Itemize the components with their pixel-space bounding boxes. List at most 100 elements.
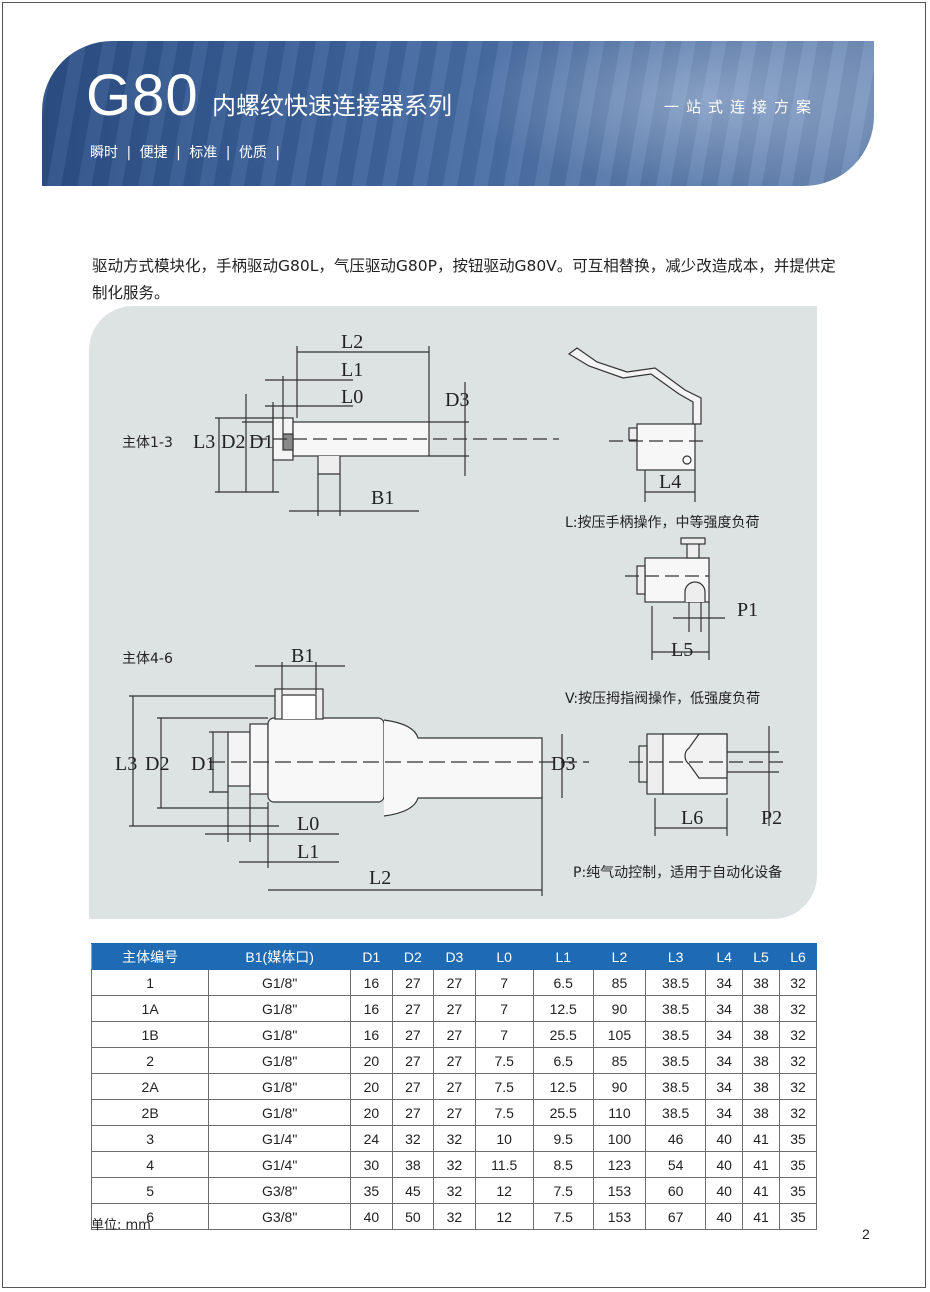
dim-L0-body46: L0 bbox=[297, 813, 319, 835]
col-header: D3 bbox=[433, 943, 476, 970]
technical-drawing: L2 L1 L0 B1 L3 D2 D1 D3 L4 P1 L5 B1 L3 D… bbox=[115, 331, 789, 896]
table-cell: 100 bbox=[592, 1125, 647, 1152]
dim-B1-body46: B1 bbox=[291, 645, 314, 667]
table-cell: 34 bbox=[705, 1047, 744, 1074]
table-cell: 40 bbox=[350, 1203, 393, 1230]
table-cell: 27 bbox=[391, 995, 435, 1022]
table-cell: G1/4" bbox=[208, 1151, 352, 1178]
table-cell: 34 bbox=[705, 969, 744, 996]
table-cell: 38.5 bbox=[645, 995, 707, 1022]
table-cell: 110 bbox=[592, 1099, 647, 1126]
col-header: L6 bbox=[778, 943, 818, 970]
table-cell: 9.5 bbox=[532, 1125, 594, 1152]
table-cell: 7 bbox=[474, 1021, 534, 1048]
table-cell: 32 bbox=[778, 969, 818, 996]
table-cell: 41 bbox=[742, 1125, 780, 1152]
col-header: L5 bbox=[742, 943, 780, 970]
table-cell: 7.5 bbox=[474, 1073, 534, 1100]
caption-L: L:按压手柄操作，中等强度负荷 bbox=[565, 515, 760, 531]
dim-L2: L2 bbox=[341, 331, 363, 353]
model-title: G80 bbox=[86, 63, 199, 128]
table-cell: G1/8" bbox=[208, 995, 352, 1022]
table-cell: 38 bbox=[742, 969, 780, 996]
table-cell: 7.5 bbox=[532, 1203, 594, 1230]
table-cell: 90 bbox=[592, 995, 647, 1022]
table-cell: 20 bbox=[350, 1073, 393, 1100]
table-cell: 38.5 bbox=[645, 1047, 707, 1074]
table-cell: 38 bbox=[391, 1151, 435, 1178]
table-cell: 30 bbox=[350, 1151, 393, 1178]
dim-P2: P2 bbox=[761, 807, 782, 829]
table-cell: 16 bbox=[350, 1021, 393, 1048]
dim-L0: L0 bbox=[341, 386, 363, 408]
dim-B1: B1 bbox=[371, 487, 394, 509]
col-header: D1 bbox=[350, 943, 393, 970]
spec-table: 主体编号 B1(媒体口) D1 D2 D3 L0 L1 L2 L3 L4 L5 … bbox=[90, 943, 818, 1230]
col-header: L4 bbox=[705, 943, 744, 970]
table-cell: 153 bbox=[592, 1203, 647, 1230]
table-cell: 6 bbox=[90, 1203, 210, 1230]
dim-L2-body46: L2 bbox=[369, 867, 391, 889]
table-cell: 4 bbox=[90, 1151, 210, 1178]
table-cell: 54 bbox=[645, 1151, 707, 1178]
table-cell: 41 bbox=[742, 1177, 780, 1204]
table-cell: 12.5 bbox=[532, 995, 594, 1022]
table-cell: 3 bbox=[90, 1125, 210, 1152]
tag: 优质 bbox=[238, 145, 267, 161]
table-cell: 27 bbox=[433, 1047, 476, 1074]
table-cell: 38 bbox=[742, 1099, 780, 1126]
table-cell: 27 bbox=[391, 969, 435, 996]
caption-V: V:按压拇指阀操作，低强度负荷 bbox=[565, 691, 761, 707]
table-cell: G1/4" bbox=[208, 1125, 352, 1152]
tag: 便捷 bbox=[139, 145, 168, 161]
table-cell: 6.5 bbox=[532, 969, 594, 996]
table-cell: 32 bbox=[778, 1047, 818, 1074]
table-cell: 38.5 bbox=[645, 1021, 707, 1048]
tag-separator: | bbox=[275, 145, 281, 161]
table-cell: 38.5 bbox=[645, 1073, 707, 1100]
table-cell: 40 bbox=[705, 1203, 744, 1230]
dim-L1-body46: L1 bbox=[297, 841, 319, 863]
table-cell: 16 bbox=[350, 969, 393, 996]
table-cell: 45 bbox=[391, 1177, 435, 1204]
dim-D2-body46: D2 bbox=[145, 753, 169, 775]
table-cell: 35 bbox=[350, 1177, 393, 1204]
table-cell: 34 bbox=[705, 1021, 744, 1048]
tag-separator: | bbox=[126, 145, 132, 161]
table-cell: 12 bbox=[474, 1177, 534, 1204]
header-banner bbox=[42, 41, 874, 186]
table-cell: 32 bbox=[778, 1021, 818, 1048]
table-cell: 41 bbox=[742, 1203, 780, 1230]
table-cell: 27 bbox=[433, 1021, 476, 1048]
table-cell: G3/8" bbox=[208, 1203, 352, 1230]
col-header: D2 bbox=[391, 943, 435, 970]
table-cell: G1/8" bbox=[208, 1099, 352, 1126]
tag-separator: | bbox=[176, 145, 181, 161]
dim-L6: L6 bbox=[681, 807, 703, 829]
table-cell: 34 bbox=[705, 1073, 744, 1100]
table-cell: 105 bbox=[592, 1021, 647, 1048]
table-cell: 85 bbox=[592, 969, 647, 996]
slogan: 一站式连接方案 bbox=[664, 98, 819, 116]
table-cell: 8.5 bbox=[532, 1151, 594, 1178]
table-cell: 27 bbox=[391, 1021, 435, 1048]
col-header: 主体编号 bbox=[90, 943, 210, 970]
col-header: L2 bbox=[592, 943, 647, 970]
table-cell: 12.5 bbox=[532, 1073, 594, 1100]
table-cell: 67 bbox=[645, 1203, 707, 1230]
table-cell: 32 bbox=[778, 1099, 818, 1126]
table-cell: 32 bbox=[778, 1073, 818, 1100]
table-cell: 46 bbox=[645, 1125, 707, 1152]
tag-separator: | bbox=[225, 145, 231, 161]
dim-D1-body46: D1 bbox=[191, 753, 215, 775]
table-cell: 11.5 bbox=[474, 1151, 534, 1178]
table-cell: 90 bbox=[592, 1073, 647, 1100]
table-cell: 24 bbox=[350, 1125, 393, 1152]
table-cell: 50 bbox=[391, 1203, 435, 1230]
table-cell: G1/8" bbox=[208, 1021, 352, 1048]
